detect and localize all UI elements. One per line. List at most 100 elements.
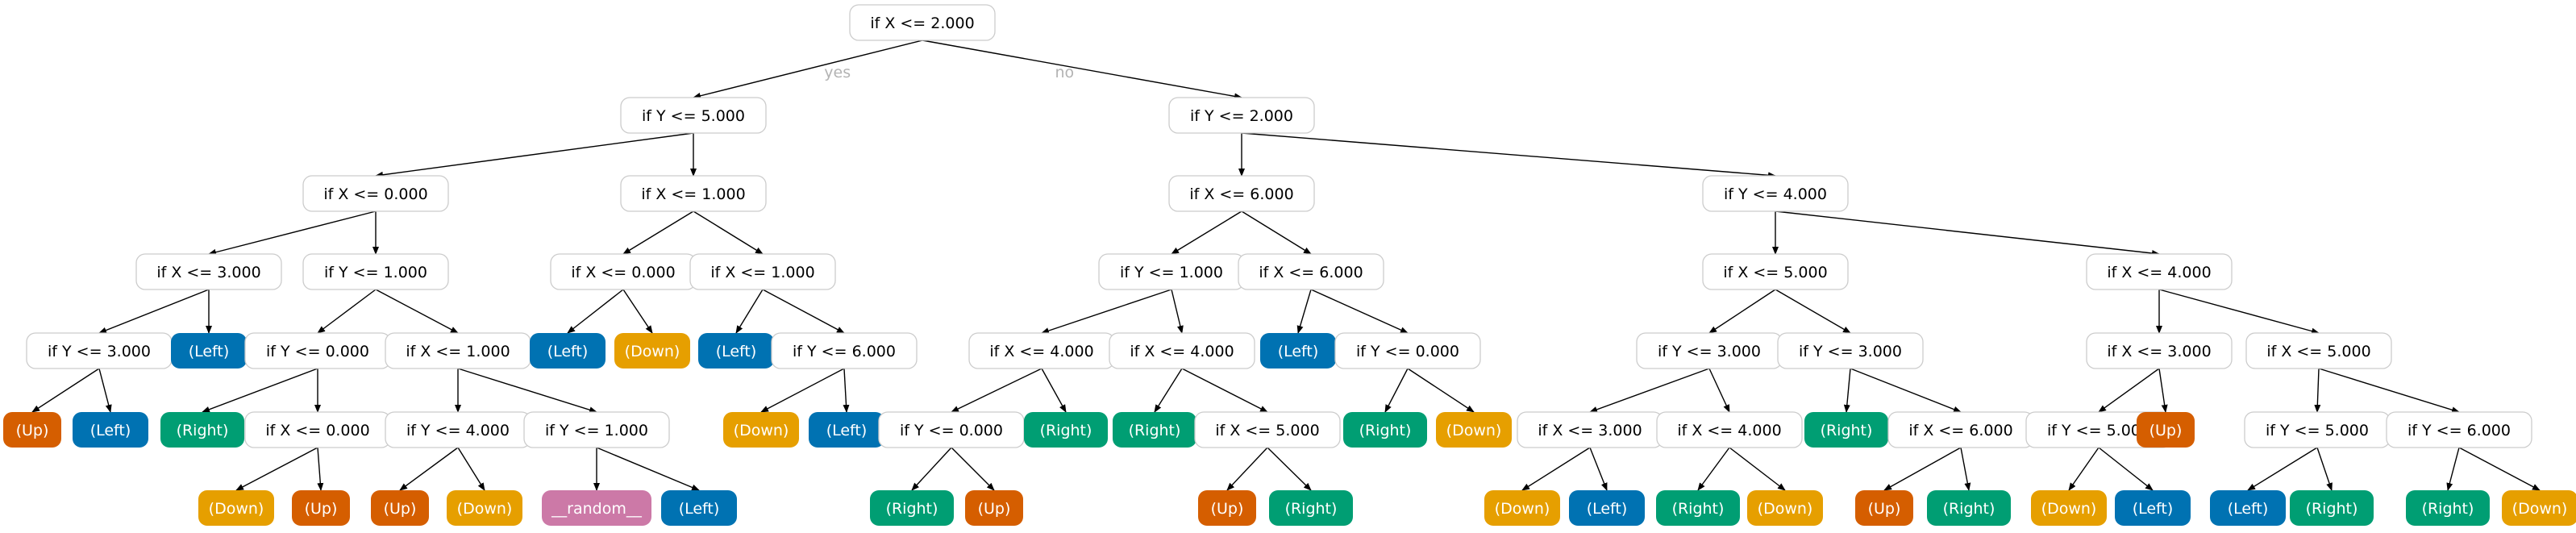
edge-n48-n67	[1883, 447, 1962, 491]
edge-n26-n43	[1384, 368, 1409, 413]
leaf-label: (Down)	[457, 500, 513, 518]
leaf-box	[809, 412, 884, 448]
leaf-box	[292, 490, 350, 526]
condition-node: if Y <= 2.000	[1168, 97, 1315, 134]
condition-label: if Y <= 5.000	[2047, 422, 2150, 439]
condition-box	[302, 253, 449, 290]
condition-box	[523, 411, 670, 448]
edge-n22-n37	[760, 368, 845, 413]
edge-n27-n45	[1589, 368, 1710, 413]
leaf-label: (Down)	[1446, 422, 1502, 439]
edge-n11-n23	[1041, 289, 1172, 334]
leaf-box	[2210, 490, 2286, 526]
leaf-node-left: (Left)	[1260, 333, 1336, 369]
leaf-box	[1747, 490, 1823, 526]
edge-n46-n66	[1729, 447, 1786, 491]
leaf-node-right: (Right)	[2406, 490, 2490, 526]
condition-label: if X <= 0.000	[571, 264, 675, 281]
condition-label: if Y <= 1.000	[324, 264, 427, 281]
condition-node: if X <= 5.000	[2245, 332, 2392, 369]
leaf-node-right: (Right)	[1113, 412, 1196, 448]
edge-n17-n33	[202, 368, 318, 413]
edge-n11-n24	[1171, 289, 1184, 334]
condition-box	[302, 175, 449, 212]
leaf-node-up: (Up)	[965, 490, 1023, 526]
leaf-label: (Left)	[2228, 500, 2269, 518]
leaf-label: (Right)	[1821, 422, 1873, 439]
leaf-box	[1855, 490, 1913, 526]
condition-node: if Y <= 5.000	[2025, 411, 2172, 448]
leaf-label: __random__	[551, 500, 642, 518]
leaf-node-random: __random__	[542, 490, 651, 526]
condition-node: if X <= 1.000	[385, 332, 531, 369]
leaf-box	[2502, 490, 2576, 526]
condition-node: if Y <= 6.000	[771, 332, 918, 369]
leaf-label: (Right)	[1943, 500, 1995, 518]
leaf-box	[1656, 490, 1740, 526]
condition-box	[1777, 332, 1924, 369]
edge-n28-n47	[1843, 368, 1851, 413]
condition-label: if Y <= 0.000	[900, 422, 1003, 439]
edge-n10-n21	[735, 289, 764, 334]
leaf-node-right: (Right)	[1804, 412, 1888, 448]
edge-n12-n25	[1296, 289, 1312, 334]
leaf-label: (Down)	[1495, 500, 1550, 518]
leaf-node-down: (Down)	[2031, 490, 2107, 526]
leaf-label: (Up)	[305, 500, 338, 518]
condition-label: if X <= 4.000	[989, 343, 1093, 360]
condition-label: if Y <= 6.000	[793, 343, 896, 360]
leaf-node-up: (Up)	[292, 490, 350, 526]
condition-node: if X <= 3.000	[135, 253, 282, 290]
condition-node: if Y <= 3.000	[26, 332, 173, 369]
leaf-node-right: (Right)	[1269, 490, 1353, 526]
condition-box	[2086, 332, 2233, 369]
condition-node: if X <= 2.000	[849, 4, 996, 41]
edge-n5-n11	[1171, 210, 1242, 255]
leaf-node-down: (Down)	[723, 412, 799, 448]
leaf-box	[1484, 490, 1560, 526]
leaf-box	[73, 412, 148, 448]
leaf-label: (Left)	[1587, 500, 1628, 518]
edge-n24-n42	[1181, 368, 1268, 413]
condition-label: if X <= 6.000	[1189, 185, 1293, 203]
edge-n23-n39	[951, 368, 1042, 413]
edge-n34-n54	[317, 447, 324, 491]
leaf-box	[1269, 490, 1353, 526]
condition-label: if Y <= 5.000	[2266, 422, 2369, 439]
leaf-box	[1804, 412, 1888, 448]
leaf-box	[447, 490, 522, 526]
condition-node: if X <= 6.000	[1887, 411, 2034, 448]
condition-box	[689, 253, 836, 290]
leaf-box	[542, 490, 651, 526]
condition-node: if X <= 0.000	[550, 253, 697, 290]
edge-n48-n68	[1960, 447, 1971, 491]
condition-label: if Y <= 3.000	[48, 343, 151, 360]
condition-node: if X <= 4.000	[2086, 253, 2233, 290]
leaf-box	[1436, 412, 1512, 448]
leaf-node-down: (Down)	[198, 490, 274, 526]
edge-n42-n62	[1267, 447, 1312, 491]
edge-n3-n7	[208, 210, 377, 256]
condition-node: if X <= 5.000	[1194, 411, 1341, 448]
condition-node: if X <= 3.000	[1517, 411, 1663, 448]
condition-label: if X <= 1.000	[406, 343, 510, 360]
condition-node: if X <= 5.000	[1702, 253, 1849, 290]
condition-label: if Y <= 3.000	[1658, 343, 1761, 360]
condition-label: if X <= 4.000	[1677, 422, 1781, 439]
condition-label: if X <= 0.000	[265, 422, 369, 439]
leaf-node-down: (Down)	[2502, 490, 2576, 526]
edge-n6-n14	[1775, 210, 2160, 256]
edge-n10-n22	[762, 289, 845, 334]
condition-box	[1168, 97, 1315, 134]
edge-n45-n64	[1589, 447, 1608, 491]
leaf-node-left: (Left)	[1569, 490, 1645, 526]
leaf-node-right: (Right)	[1343, 412, 1427, 448]
leaf-node-left: (Left)	[171, 333, 247, 369]
condition-label: if X <= 5.000	[1723, 264, 1827, 281]
leaf-label: (Down)	[625, 343, 680, 360]
leaf-box	[371, 490, 429, 526]
condition-label: if X <= 0.000	[323, 185, 427, 203]
condition-label: if X <= 5.000	[2266, 343, 2370, 360]
edge-n15-n32	[98, 368, 112, 413]
edge-n8-n18	[375, 289, 459, 334]
